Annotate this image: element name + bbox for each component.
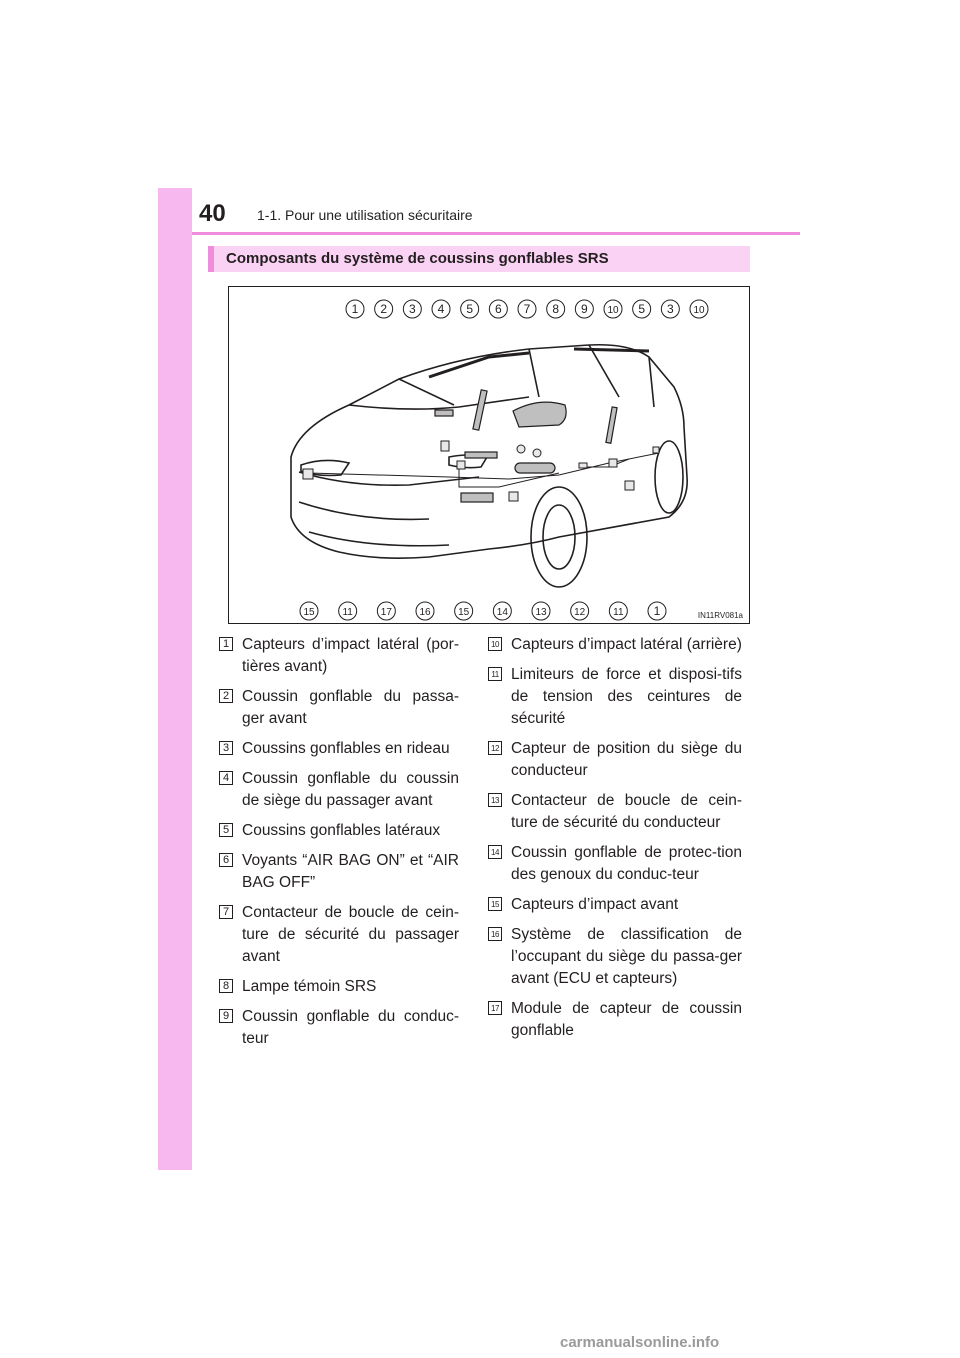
top-callouts: 1 2 3 4 5 6 7 8 9 10 5 3 10 [346, 300, 708, 318]
legend-item: 17 Module de capteur de coussin gonflable [488, 998, 742, 1042]
legend-text: Contacteur de boucle de cein-ture de séc… [511, 792, 742, 831]
top-callout-label: 2 [380, 302, 387, 316]
legend-item: 7 Contacteur de boucle de cein-ture de sé… [219, 902, 459, 968]
legend-item: 2 Coussin gonflable du passa-ger avant [219, 686, 459, 730]
bottom-callout-label: 1 [654, 604, 661, 618]
top-callout-label: 9 [581, 302, 588, 316]
legend-number: 9 [219, 1009, 233, 1023]
section-title: Composants du système de coussins gonfla… [226, 250, 609, 267]
legend-text: Coussins gonflables en rideau [242, 740, 450, 757]
legend-text: Capteurs d’impact latéral (arrière) [511, 636, 742, 653]
legend-item: 6 Voyants “AIR BAG ON” et “AIR BAG OFF” [219, 850, 459, 894]
legend-number: 5 [219, 823, 233, 837]
legend-number: 16 [488, 927, 502, 941]
legend-number: 15 [488, 897, 502, 911]
legend-number: 2 [219, 689, 233, 703]
legend-number: 4 [219, 771, 233, 785]
legend-number: 14 [488, 845, 502, 859]
legend-text: Système de classification de l’occupant … [511, 926, 742, 987]
top-callout-label: 4 [438, 302, 445, 316]
bottom-callout-label: 17 [381, 607, 393, 618]
legend-number: 7 [219, 905, 233, 919]
legend-number: 10 [488, 637, 502, 651]
top-callout-label: 10 [607, 305, 619, 316]
legend-text: Capteurs d’impact avant [511, 896, 678, 913]
legend-text: Coussin gonflable de protec-tion des gen… [511, 844, 742, 883]
top-callout-label: 5 [638, 302, 645, 316]
bottom-callout-label: 11 [342, 607, 353, 618]
top-callout-label: 3 [667, 302, 674, 316]
car-outline [291, 345, 687, 587]
legend-text: Coussin gonflable du coussin de siège du… [242, 770, 459, 809]
top-callout-label: 1 [352, 302, 359, 316]
top-callout-label: 5 [466, 302, 473, 316]
legend-item: 15 Capteurs d’impact avant [488, 894, 742, 916]
legend-text: Limiteurs de force et disposi-tifs de te… [511, 666, 742, 727]
legend-item: 11 Limiteurs de force et disposi-tifs de … [488, 664, 742, 730]
section-heading: Composants du système de coussins gonfla… [208, 246, 750, 272]
legend-text: Coussins gonflables latéraux [242, 822, 440, 839]
diagram-code: IN11RV081a [698, 611, 743, 620]
top-callout-label: 7 [524, 302, 531, 316]
top-callout-label: 8 [552, 302, 559, 316]
sensor-markers [303, 441, 659, 501]
bottom-callout-label: 13 [535, 607, 547, 618]
bottom-callout-label: 11 [613, 607, 624, 618]
legend-item: 16 Système de classification de l’occupan… [488, 924, 742, 990]
legend-number: 1 [219, 637, 233, 651]
legend-text: Voyants “AIR BAG ON” et “AIR BAG OFF” [242, 852, 459, 891]
legend-item: 12 Capteur de position du siège du conduc… [488, 738, 742, 782]
legend-number: 17 [488, 1001, 502, 1015]
header-rule [192, 232, 800, 235]
legend-item: 13 Contacteur de boucle de cein-ture de s… [488, 790, 742, 834]
top-callout-label: 3 [409, 302, 416, 316]
legend-text: Capteurs d’impact latéral (por-tières av… [242, 636, 459, 675]
legend-item: 3 Coussins gonflables en rideau [219, 738, 459, 760]
bottom-callout-label: 15 [303, 607, 315, 618]
legend-item: 8 Lampe témoin SRS [219, 976, 459, 998]
legend-number: 13 [488, 793, 502, 807]
legend-item: 4 Coussin gonflable du coussin de siège d… [219, 768, 459, 812]
legend-text: Contacteur de boucle de cein-ture de séc… [242, 904, 459, 965]
legend-number: 3 [219, 741, 233, 755]
legend-item: 5 Coussins gonflables latéraux [219, 820, 459, 842]
legend-text: Lampe témoin SRS [242, 978, 376, 995]
legend-text: Coussin gonflable du conduc-teur [242, 1008, 459, 1047]
legend-right-column: 10 Capteurs d’impact latéral (arrière) 11… [488, 634, 742, 1050]
top-callout-label: 6 [495, 302, 502, 316]
bottom-callout-label: 14 [497, 607, 509, 618]
legend-text: Coussin gonflable du passa-ger avant [242, 688, 459, 727]
legend-number: 6 [219, 853, 233, 867]
page-number: 40 [199, 200, 226, 228]
bottom-callout-label: 16 [419, 607, 431, 618]
legend-item: 9 Coussin gonflable du conduc-teur [219, 1006, 459, 1050]
chapter-title: 1-1. Pour une utilisation sécuritaire [257, 207, 473, 223]
top-callout-label: 10 [693, 305, 705, 316]
sidebar-tab [158, 188, 192, 1170]
legend-left-column: 1 Capteurs d’impact latéral (por-tières a… [219, 634, 459, 1058]
legend-number: 12 [488, 741, 502, 755]
legend-text: Capteur de position du siège du conducte… [511, 740, 742, 779]
bottom-callout-label: 15 [458, 607, 470, 618]
watermark: carmanualsonline.info [560, 1334, 719, 1351]
legend-number: 8 [219, 979, 233, 993]
legend-text: Module de capteur de coussin gonflable [511, 1000, 742, 1039]
legend-item: 1 Capteurs d’impact latéral (por-tières a… [219, 634, 459, 678]
legend-item: 14 Coussin gonflable de protec-tion des g… [488, 842, 742, 886]
bottom-callout-label: 12 [574, 607, 586, 618]
legend-number: 11 [488, 667, 502, 681]
legend-item: 10 Capteurs d’impact latéral (arrière) [488, 634, 742, 656]
